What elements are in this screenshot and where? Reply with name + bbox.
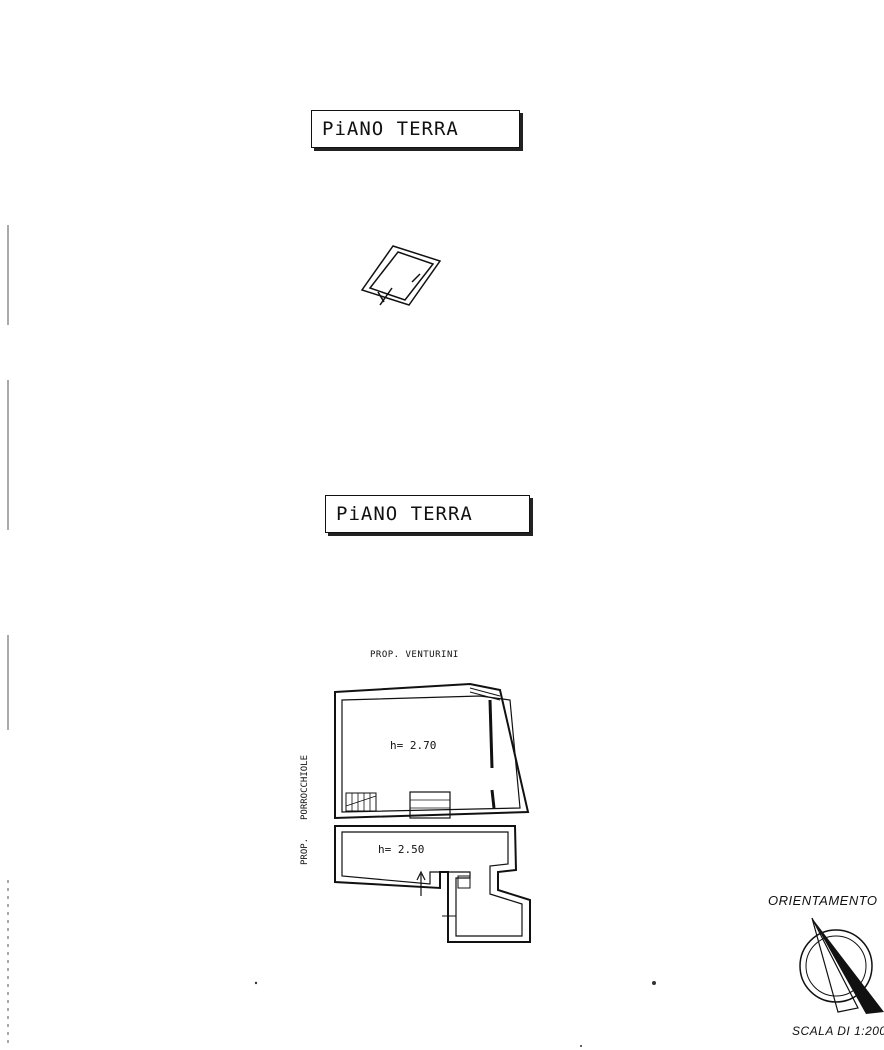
upper-floor-title-box: PiANO TERRA <box>311 110 520 148</box>
main-plan <box>334 682 531 943</box>
room-height-upper: h= 2.70 <box>390 739 437 752</box>
upper-floor-title: PiANO TERRA <box>322 118 459 140</box>
neighbor-label-top: PROP. VENTURINI <box>370 650 459 660</box>
neighbor-label-left-name: PORROCCHIOLE <box>300 754 310 820</box>
orientation-label: ORIENTAMENTO <box>768 893 878 908</box>
scan-specks <box>254 981 656 1047</box>
north-compass-icon <box>799 917 884 1014</box>
room-height-lower: h= 2.50 <box>378 843 425 856</box>
lower-floor-title: PiANO TERRA <box>336 503 473 525</box>
lower-floor-title-box: PiANO TERRA <box>325 495 530 533</box>
small-plan-outline <box>360 245 442 306</box>
scale-label: SCALA DI 1:200 <box>792 1024 884 1038</box>
neighbor-label-left-prop: PROP. <box>300 837 310 865</box>
